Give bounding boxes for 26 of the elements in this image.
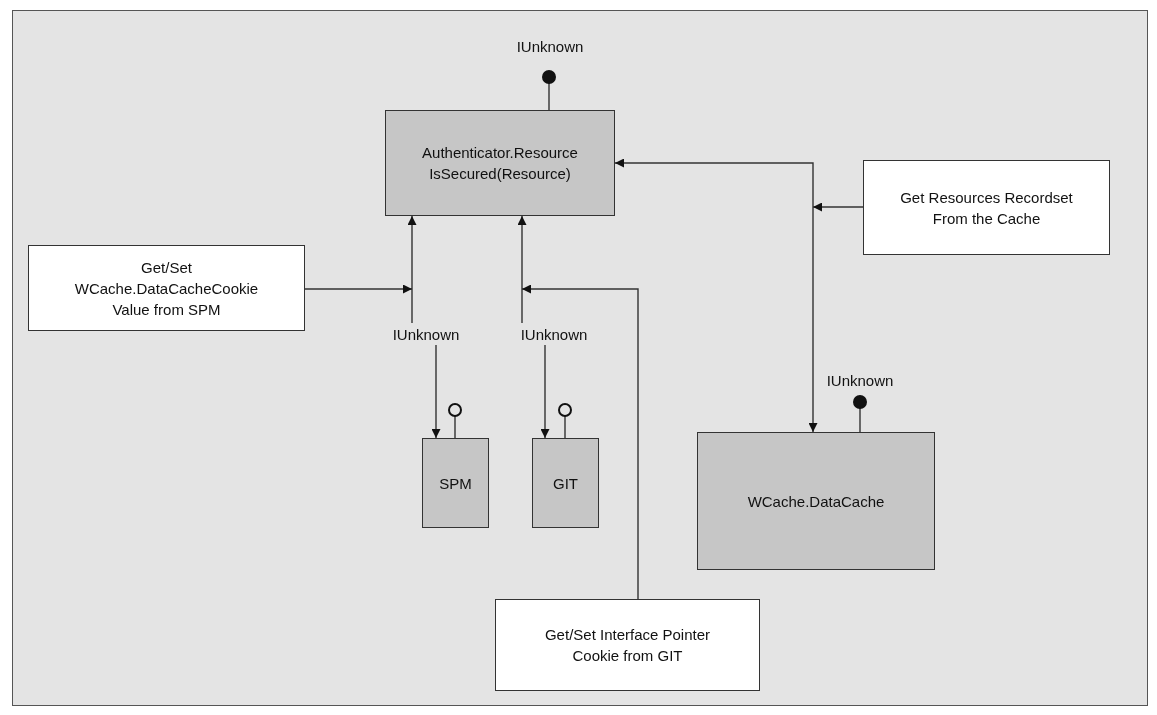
component-box xyxy=(422,438,489,528)
connector-arrow xyxy=(407,215,417,324)
component-box xyxy=(532,438,599,528)
component-box xyxy=(385,110,615,216)
connector-arrow xyxy=(431,344,441,439)
connector-arrow xyxy=(540,344,550,439)
node-text: Get/Set Interface Pointer Cookie from GIT xyxy=(543,625,712,666)
note-box xyxy=(863,160,1110,255)
node-text: Get/Set WCache.DataCacheCookie Value from SPM xyxy=(73,257,260,320)
connector-arrow xyxy=(304,284,413,294)
connector-arrow xyxy=(614,158,818,433)
interface-label: IUnknown xyxy=(515,37,585,57)
connector-arrow xyxy=(812,202,864,212)
interface-label: IUnknown xyxy=(825,371,895,391)
note-box xyxy=(28,245,305,331)
node-text: IUnknown xyxy=(520,324,588,345)
connector-arrow xyxy=(517,215,527,324)
node-text: GIT xyxy=(553,473,578,494)
connector-arrow xyxy=(521,284,639,600)
node-text: Get Resources Recordset From the Cache xyxy=(899,187,1074,229)
node-text: SPM xyxy=(439,473,472,494)
component-box xyxy=(697,432,935,570)
node-text: Authenticator.Resource IsSecured(Resource) xyxy=(421,143,579,184)
node-text: WCache.DataCache xyxy=(747,491,885,512)
note-box xyxy=(495,599,760,691)
node-text: IUnknown xyxy=(392,324,460,345)
